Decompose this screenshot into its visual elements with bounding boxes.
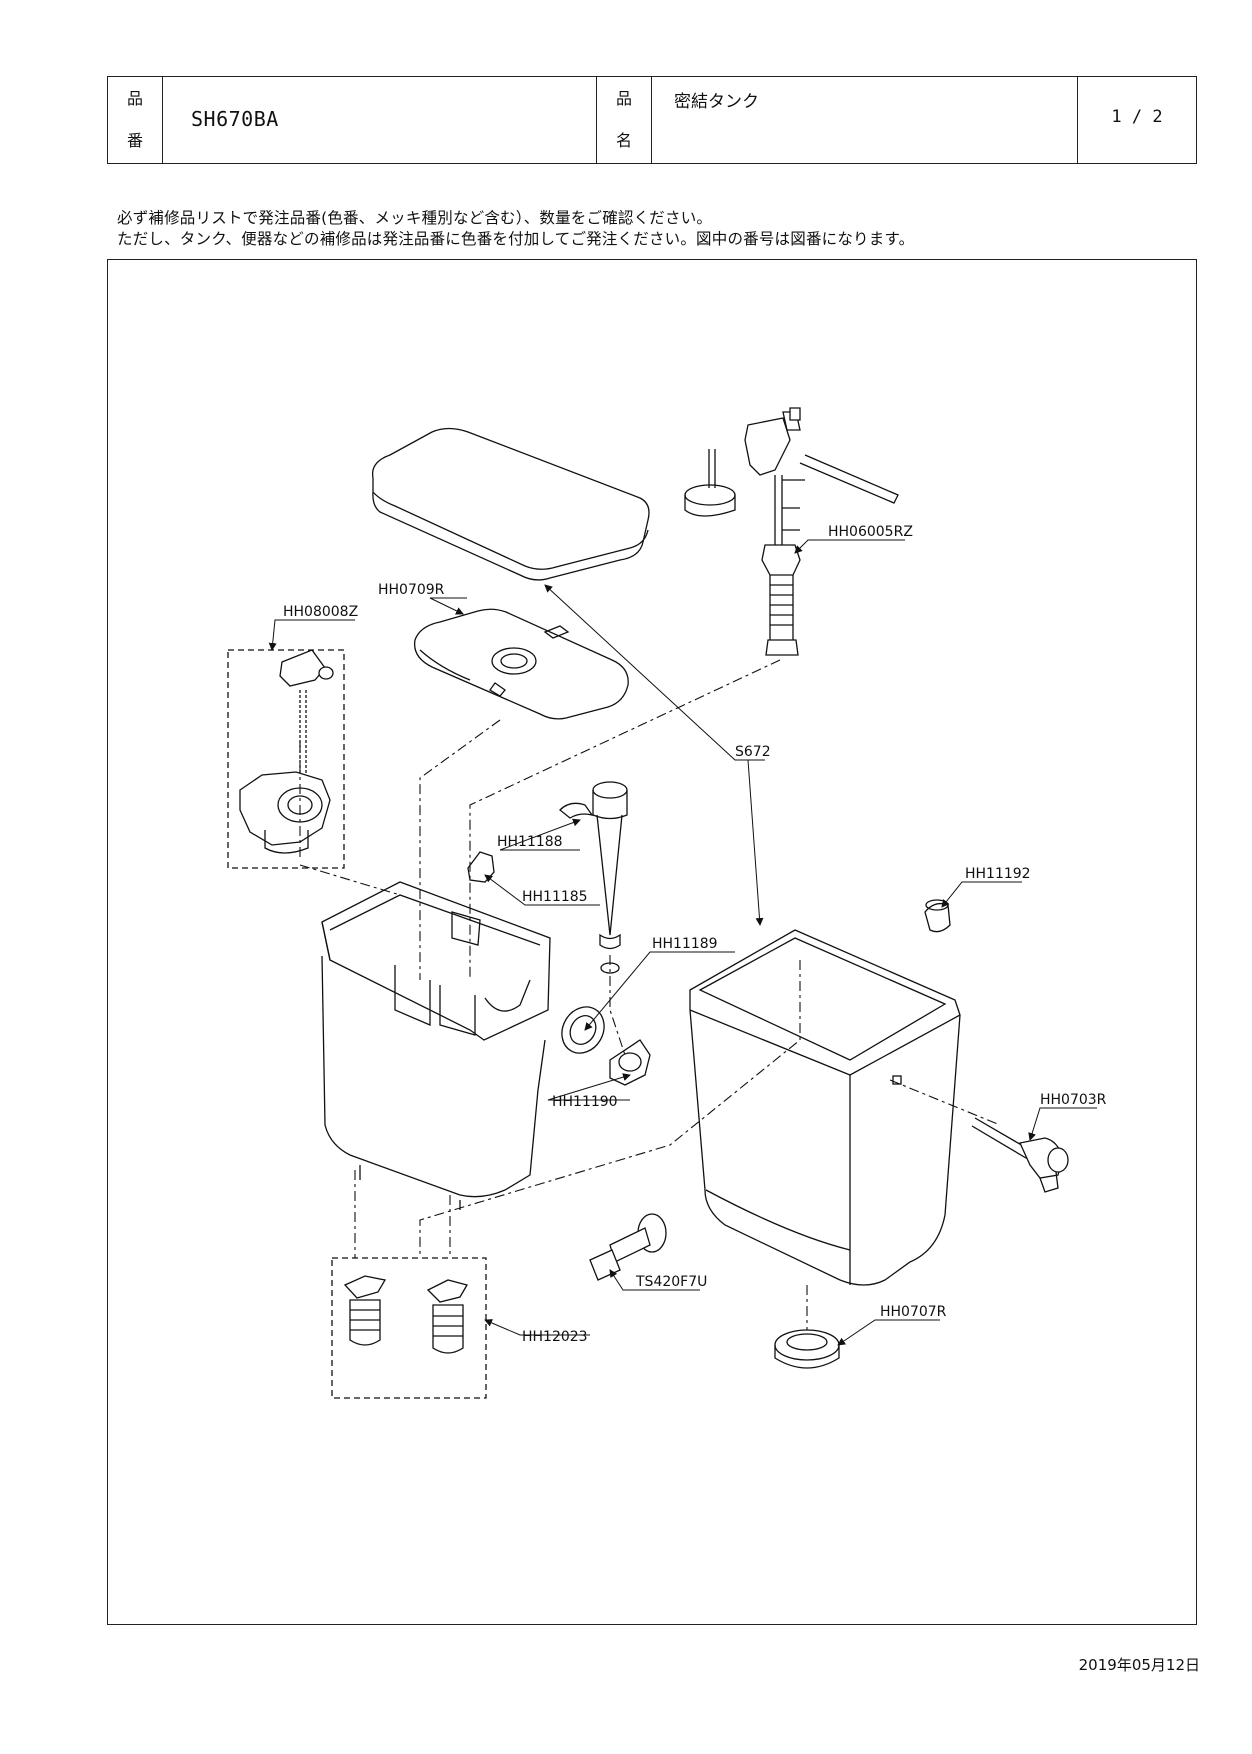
label-hh11185: HH11185: [522, 889, 588, 905]
page-number: 1 / 2: [1111, 107, 1163, 127]
label-hh0703r: HH0703R: [1040, 1092, 1107, 1108]
lever-hh0703r: [971, 1117, 1069, 1193]
holder-hh11185: [467, 851, 495, 883]
clip-hh11188: [559, 802, 594, 819]
tank-gasket-hh0707r: [774, 1329, 840, 1369]
gasket-hh11189: [561, 1006, 605, 1054]
instruction-note-1: 必ず補修品リストで発注品番(色番、メッキ種別など含む）、数量をご確認ください。: [117, 209, 713, 227]
label-hh0707r: HH0707R: [880, 1304, 947, 1320]
label-s672: S672: [735, 744, 771, 760]
label-hh12023: HH12023: [522, 1329, 588, 1345]
label-hh06005rz: HH06005RZ: [828, 524, 913, 540]
flush-valve: [239, 649, 334, 854]
part-number-label: 品 番: [108, 77, 163, 163]
label-hh11192: HH11192: [965, 866, 1031, 882]
bolt-set-box: [331, 1257, 487, 1399]
label-hh08008z: HH08008Z: [283, 604, 358, 620]
part-name-label: 品 名: [597, 77, 652, 163]
fill-valve: [684, 407, 899, 656]
label-hh11188: HH11188: [497, 834, 563, 850]
flush-valve-box: [227, 649, 345, 869]
label-hh0709r: HH0709R: [378, 582, 445, 598]
part-number: SH670BA: [191, 107, 279, 131]
page-number-cell: 1 / 2: [1078, 77, 1196, 163]
overflow-pipe: [592, 781, 628, 974]
tank-lid: [371, 427, 650, 581]
part-number-cell: SH670BA: [163, 77, 597, 163]
instruction-note-2: ただし、タンク、便器などの補修品は発注品番に色番を付加してご発注ください。図中の…: [117, 230, 915, 248]
title-block: 品 番 SH670BA 品 名 密結タンク 1 / 2: [107, 76, 1197, 164]
supply-valve-ts420f7u: [589, 1213, 667, 1281]
part-name: 密結タンク: [674, 92, 759, 112]
tank-inner-liner: [321, 881, 551, 1210]
label-hh11189: HH11189: [652, 936, 718, 952]
part-name-cell: 密結タンク: [652, 77, 1078, 163]
label-hh11190: HH11190: [552, 1094, 618, 1110]
clip-hh11192: [924, 899, 951, 933]
inner-cover: [413, 608, 629, 720]
label-ts420f7u: TS420F7U: [635, 1274, 707, 1290]
issue-date: 2019年05月12日: [1078, 1656, 1200, 1674]
diagram-frame: [107, 259, 1197, 1625]
tank-body: [689, 929, 961, 1286]
tank-bolt-set: [343, 1275, 468, 1354]
gasket-hh11190: [609, 1039, 651, 1086]
